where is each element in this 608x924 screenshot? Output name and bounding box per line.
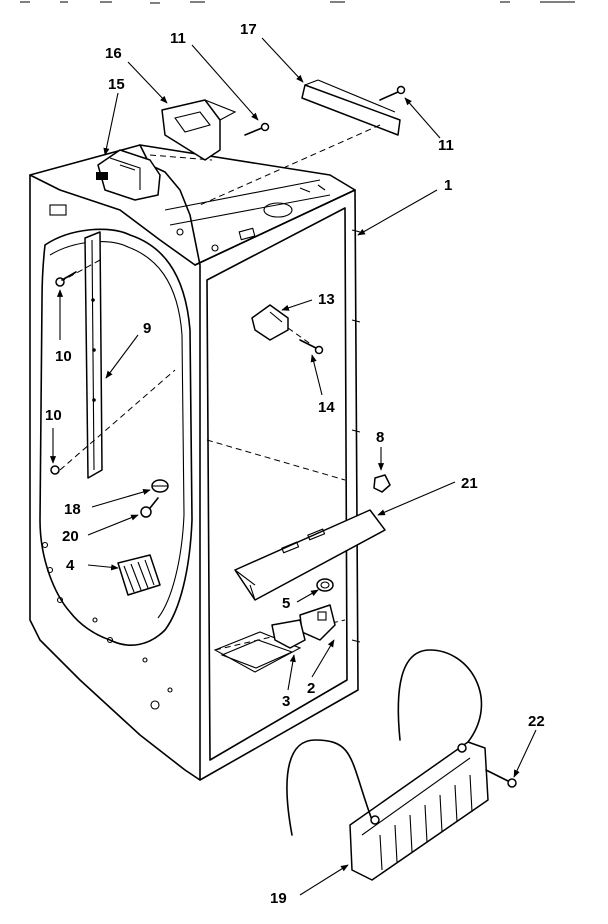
label-4: 4 [66,557,75,574]
label-3: 3 [282,693,290,710]
part-2-plate [299,604,336,641]
light-housing [96,149,161,201]
refrigerator-liner [29,144,361,781]
label-8: 8 [376,429,384,446]
part-3-plate [271,619,306,649]
part-14-screw [299,339,324,355]
label-21: 21 [461,475,478,492]
callout-labels: 16 15 11 17 11 1 13 14 9 10 10 8 21 18 2… [45,21,545,907]
label-11-left: 11 [170,30,186,47]
shelf-ladder-strip [84,231,103,479]
label-15: 15 [108,76,125,93]
label-13: 13 [318,291,335,308]
part-21-rail [234,509,386,601]
label-5: 5 [282,595,290,612]
part-13-bracket [251,304,289,341]
part-18-knob [151,479,169,493]
screw-10-lower [50,465,60,475]
label-20: 20 [62,528,79,545]
label-14: 14 [318,399,335,416]
top-edge-marks [20,1,575,4]
mounting-bracket [161,99,237,161]
label-16: 16 [105,45,122,62]
label-1: 1 [444,177,452,194]
part-8-clip [373,474,391,493]
screw-10-upper [55,271,77,287]
label-10-lower: 10 [45,407,62,424]
label-2: 2 [307,680,315,697]
label-9: 9 [143,320,151,337]
part-19-crisper-tray [286,649,489,881]
label-22: 22 [528,713,545,730]
part-20-pin [140,497,159,518]
label-11-right: 11 [438,137,454,154]
screw-11-right [379,85,406,101]
part-4-grille [117,554,161,596]
side-holes [41,541,173,710]
part-5-button [316,578,334,592]
label-10-upper: 10 [55,348,72,365]
part-22-screw [485,769,517,788]
label-17: 17 [240,21,257,38]
screw-11-left [244,122,270,136]
label-19: 19 [270,890,287,907]
leader-lines [49,37,537,896]
label-18: 18 [64,501,81,518]
top-rail [301,79,401,136]
